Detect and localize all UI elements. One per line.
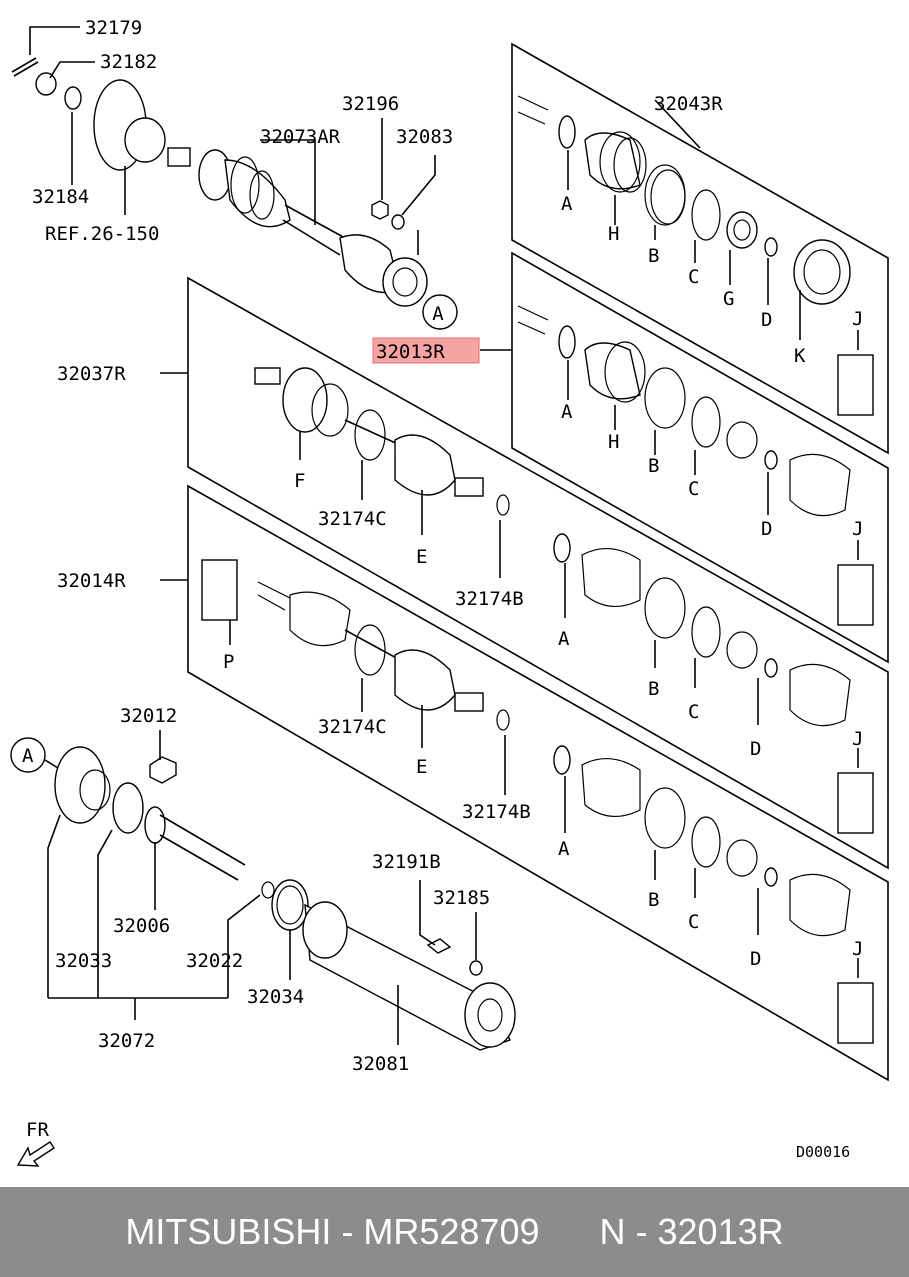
letter-c-2: C [688, 478, 699, 500]
panel-32037r-parts [160, 367, 874, 834]
panel-32043r-parts [517, 95, 874, 416]
label-32012: 32012 [120, 705, 177, 727]
letter-b-3: B [648, 678, 659, 700]
label-32185: 32185 [433, 887, 490, 909]
fr-arrow [16, 1141, 55, 1167]
label-circle-a-top: A [432, 303, 444, 325]
panel-32037r [187, 276, 889, 870]
letter-a-3: A [558, 628, 570, 650]
leaders-bottom-left [47, 730, 477, 1045]
panel-32043r [511, 42, 889, 455]
hub-assembly [11, 57, 458, 330]
label-32013r[interactable]: 32013R [376, 341, 445, 363]
label-32073ar: 32073AR [260, 126, 341, 148]
letter-d-3: D [750, 738, 761, 760]
label-32182: 32182 [100, 51, 157, 73]
label-32174c-1: 32174C [318, 508, 387, 530]
letter-k-1: K [794, 345, 806, 367]
letter-j-3: J [852, 728, 863, 750]
label-32006: 32006 [113, 915, 170, 937]
letter-h-1: H [608, 223, 619, 245]
label-32034: 32034 [247, 986, 304, 1008]
label-32081: 32081 [352, 1053, 409, 1075]
letter-d-4: D [750, 948, 761, 970]
label-32191b: 32191B [372, 851, 441, 873]
label-32083: 32083 [396, 126, 453, 148]
letter-c-4: C [688, 911, 699, 933]
letter-e-2: E [416, 756, 427, 778]
label-32184: 32184 [32, 186, 89, 208]
letter-a-1: A [561, 193, 573, 215]
letter-d-2: D [761, 518, 772, 540]
label-32037r: 32037R [57, 363, 126, 385]
letter-c-1: C [688, 266, 699, 288]
letter-e-1: E [416, 546, 427, 568]
letter-j-1: J [852, 308, 863, 330]
letter-d-1: D [761, 309, 772, 331]
letter-j-4: J [852, 938, 863, 960]
leaders-top-left [29, 26, 512, 351]
label-32196: 32196 [342, 93, 399, 115]
letter-p: P [223, 651, 234, 673]
highlight-box [372, 337, 480, 364]
letter-a-4: A [558, 838, 570, 860]
letter-j-2: J [852, 518, 863, 540]
letter-b-2: B [648, 455, 659, 477]
footer-bar: MITSUBISHI - MR528709 N - 32013R [0, 1187, 909, 1277]
label-32072: 32072 [98, 1030, 155, 1052]
label-32043r: 32043R [654, 93, 723, 115]
panel-32013r-parts [517, 305, 874, 626]
footer-text: MITSUBISHI - MR528709 N - 32013R [125, 1211, 784, 1252]
label-circle-a-bottom: A [22, 745, 34, 767]
label-32014r: 32014R [57, 570, 126, 592]
label-32174c-2: 32174C [318, 716, 387, 738]
label-32033: 32033 [55, 950, 112, 972]
letter-g-1: G [723, 288, 734, 310]
letter-c-3: C [688, 701, 699, 723]
label-code: D00016 [796, 1143, 850, 1161]
label-fr: FR [26, 1119, 49, 1141]
panel-32014r [187, 484, 889, 1082]
letter-a-2: A [561, 401, 573, 423]
label-32179: 32179 [85, 17, 142, 39]
panel-32013r [511, 251, 889, 664]
letter-b-1: B [648, 245, 659, 267]
bottom-shaft-assembly [10, 737, 516, 1051]
panel-32014r-parts [160, 559, 874, 1044]
letter-f: F [294, 470, 305, 492]
parts-diagram: 32179 32182 32184 REF.26-150 32196 32073… [10, 17, 889, 1167]
label-32174b-1: 32174B [455, 588, 524, 610]
letter-h-2: H [608, 431, 619, 453]
label-ref: REF.26-150 [45, 223, 159, 245]
letter-b-4: B [648, 889, 659, 911]
label-32174b-2: 32174B [462, 801, 531, 823]
label-32022: 32022 [186, 950, 243, 972]
